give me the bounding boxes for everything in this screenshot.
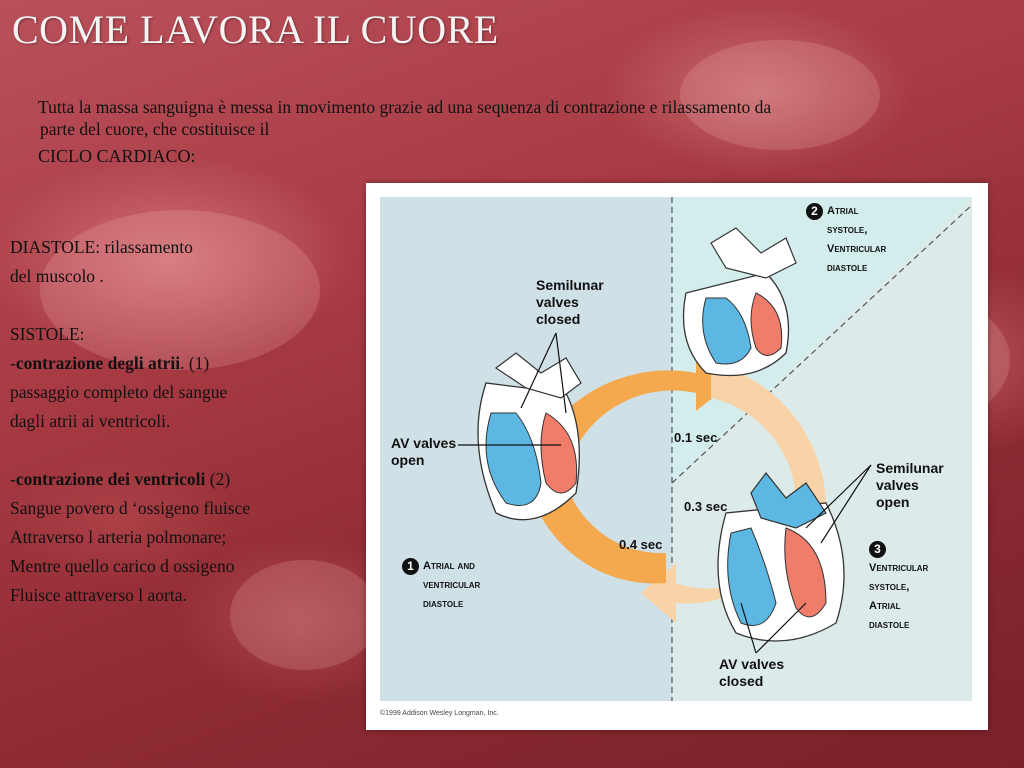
ventr-line-2: Sangue povero d ‘ossigeno fluisce bbox=[10, 498, 251, 518]
sistole-heading: SISTOLE: bbox=[10, 324, 85, 344]
step1-line-3: diastole bbox=[423, 598, 464, 610]
step3-line-4: diastole bbox=[869, 619, 910, 631]
ventr-line-5: Fluisce attraverso l aorta. bbox=[10, 585, 187, 605]
intro-paragraph: Tutta la massa sanguigna è messa in movi… bbox=[38, 96, 1008, 140]
semilunar-closed-label: Semilunar valves closed bbox=[536, 277, 604, 328]
step1-line-2: ventricular bbox=[423, 579, 481, 591]
red-cell-shape bbox=[40, 210, 320, 370]
step2-number: 2 bbox=[806, 202, 823, 220]
pointer-lines bbox=[458, 332, 872, 654]
semilunar-open-line-3: open bbox=[876, 494, 910, 510]
ventr-line-4: Mentre quello carico d ossigeno bbox=[10, 556, 235, 576]
ventr-line-3: Attraverso l arteria polmonare; bbox=[10, 527, 227, 547]
atri-line-1: -contrazione degli atrii. (1) bbox=[10, 349, 350, 378]
av-closed-line-1: AV valves bbox=[719, 656, 785, 672]
left-text-block: DIASTOLE: rilassamento del muscolo . SIS… bbox=[10, 233, 350, 610]
divider-diagonal bbox=[671, 204, 973, 484]
ventr-prefix: - bbox=[10, 469, 16, 489]
cardiac-cycle-figure: Semilunar valves closed AV valves open 1… bbox=[366, 183, 988, 730]
step3-label: 3 Ventricular systole, Atrial diastole bbox=[869, 540, 928, 635]
semilunar-closed-line-1: Semilunar bbox=[536, 277, 604, 293]
step3-line-1: Ventricular bbox=[869, 562, 929, 574]
heart-diastole bbox=[477, 352, 582, 521]
atri-prefix: - bbox=[10, 353, 16, 373]
time-label-04: 0.4 sec bbox=[619, 537, 663, 552]
atri-suffix: . (1) bbox=[180, 353, 210, 373]
time-label-03: 0.3 sec bbox=[684, 499, 728, 514]
semilunar-open-line-2: valves bbox=[876, 477, 919, 493]
av-open-line-2: open bbox=[391, 452, 425, 468]
red-cell-shape bbox=[680, 40, 880, 150]
heart-ventricular-systole bbox=[717, 472, 845, 642]
step2-line-3: Ventricular bbox=[827, 243, 887, 255]
step1-line-1: Atrial and bbox=[423, 560, 475, 572]
atri-line-3: dagli atrii ai ventricoli. bbox=[10, 411, 171, 431]
step2-line-4: diastole bbox=[827, 262, 868, 274]
step3-number: 3 bbox=[869, 540, 886, 558]
step3-line-2: systole, bbox=[869, 581, 910, 593]
diastole-line-1: DIASTOLE: rilassamento bbox=[10, 237, 193, 257]
atri-bold: contrazione degli atrii bbox=[15, 353, 181, 373]
step2-line-1: Atrial bbox=[827, 205, 859, 217]
step1-number: 1 bbox=[402, 557, 419, 575]
cycle-arrow-bottom-left bbox=[531, 483, 666, 584]
heart-atrial-systole bbox=[682, 227, 797, 377]
step2-line-2: systole, bbox=[827, 224, 868, 236]
diastole-line-2: del muscolo . bbox=[10, 266, 104, 286]
semilunar-open-label: Semilunar valves open bbox=[876, 460, 944, 511]
atri-line-2: passaggio completo del sangue bbox=[10, 382, 228, 402]
semilunar-open-line-1: Semilunar bbox=[876, 460, 944, 476]
red-cell-shape bbox=[230, 560, 380, 670]
av-closed-line-2: closed bbox=[719, 673, 764, 689]
cycle-arrow-right bbox=[711, 363, 827, 513]
cycle-heading: CICLO CARDIACO: bbox=[38, 146, 196, 166]
copyright-text: ©1999 Addison Wesley Longman, Inc. bbox=[380, 710, 499, 717]
ventr-line-1: -contrazione dei ventricoli (2) bbox=[10, 465, 350, 494]
step2-label: 2 Atrial systole, Ventricular diastole bbox=[806, 202, 886, 278]
semilunar-closed-line-3: closed bbox=[536, 311, 581, 327]
av-open-line-1: AV valves bbox=[391, 435, 457, 451]
ventr-suffix: (2) bbox=[205, 469, 231, 489]
av-open-label: AV valves open bbox=[391, 435, 456, 469]
intro-line-2: parte del cuore, che costituisce il bbox=[40, 119, 270, 139]
slide-title: COME LAVORA IL CUORE bbox=[12, 7, 499, 52]
semilunar-closed-line-2: valves bbox=[536, 294, 579, 310]
step3-line-3: Atrial bbox=[869, 600, 901, 612]
intro-line-1: Tutta la massa sanguigna è messa in movi… bbox=[38, 97, 772, 117]
cycle-arrow-bottom-right bbox=[641, 513, 796, 623]
av-closed-label: AV valves closed bbox=[719, 656, 784, 690]
ventr-bold: contrazione dei ventricoli bbox=[15, 469, 206, 489]
cardiac-cycle-diagram bbox=[380, 197, 973, 701]
time-label-01: 0.1 sec bbox=[674, 430, 718, 445]
step1-label: 1 Atrial and ventricular diastole bbox=[402, 557, 480, 614]
